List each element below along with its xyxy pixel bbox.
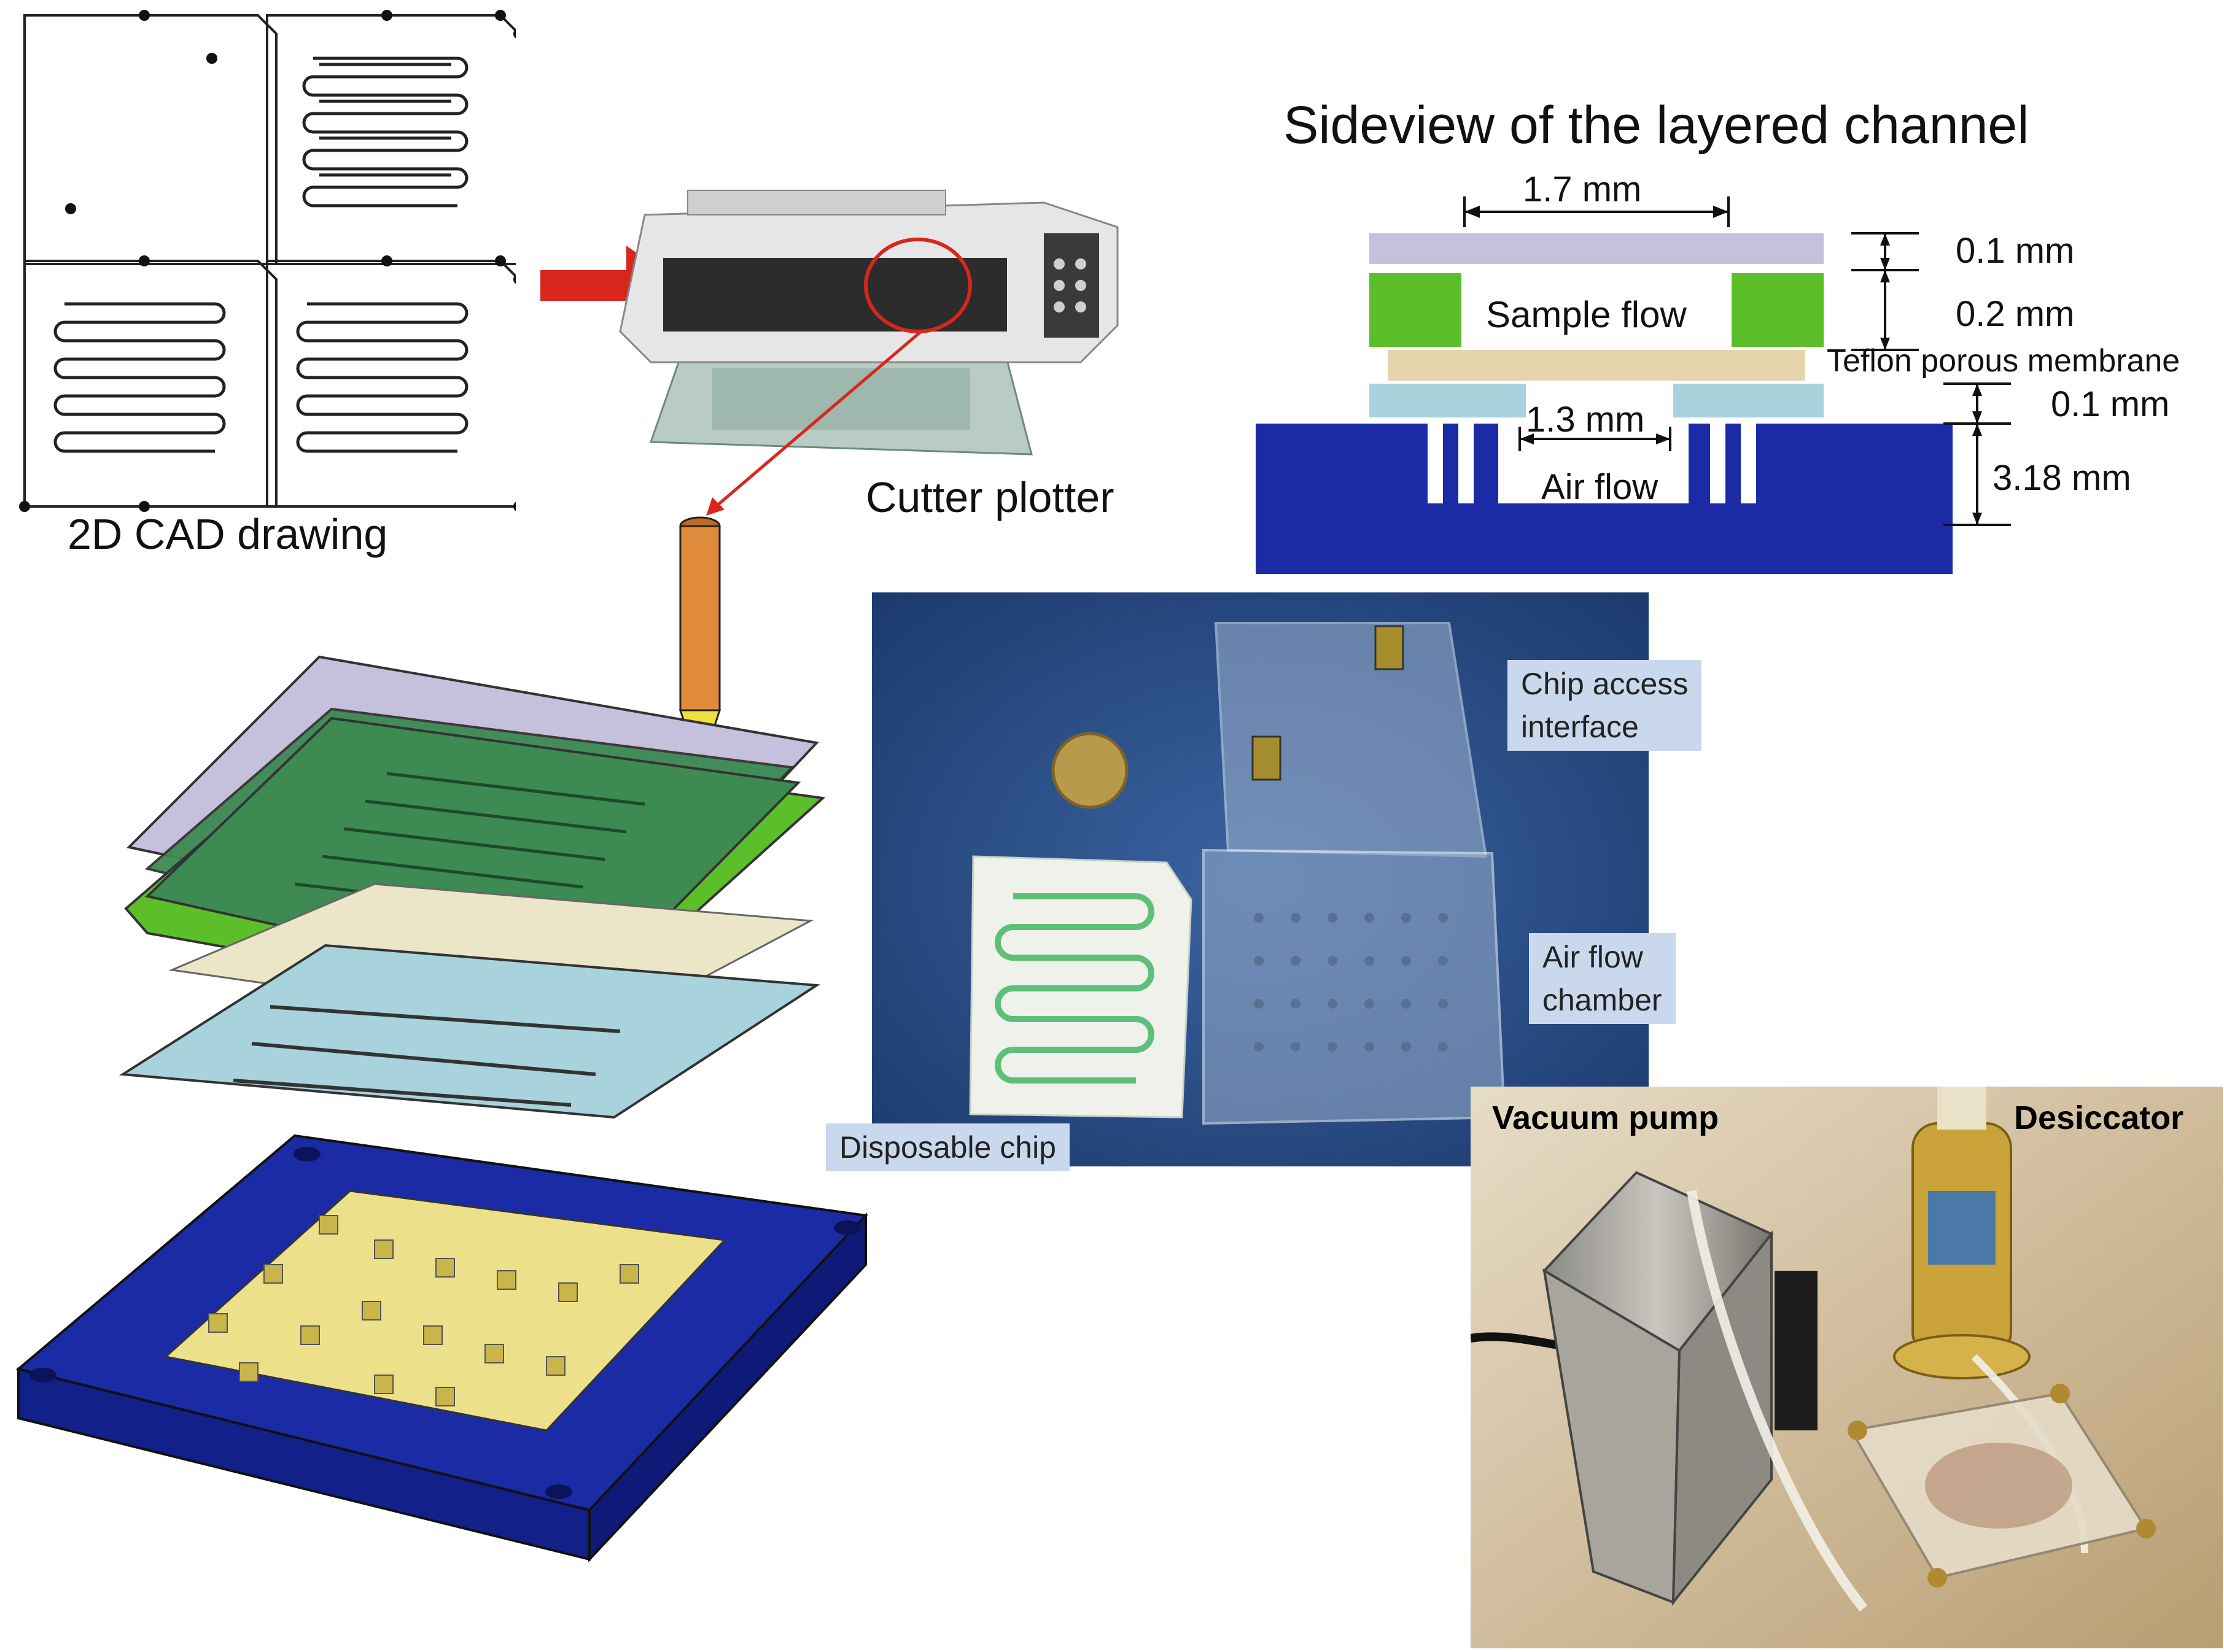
air-chamber-line1: Air flow <box>1542 940 1643 974</box>
cad-sheet-4 <box>266 260 520 508</box>
sideview-title: Sideview of the layered channel <box>1283 96 2029 155</box>
air-flow-label: Air flow <box>1541 467 1658 507</box>
coin <box>1051 732 1129 809</box>
desiccator-label: Desiccator <box>2014 1099 2184 1136</box>
dim-layer3: 0.1 mm <box>2051 384 2170 424</box>
membrane-layer <box>1388 350 1805 381</box>
air-chamber-line2: chamber <box>1542 983 1662 1017</box>
cutter-plotter-label: Cutter plotter <box>866 473 1114 521</box>
teal-plate <box>119 944 820 1119</box>
disposable-chip-callout: Disposable chip <box>826 1123 1070 1171</box>
membrane-label: Teflon porous membrane <box>1827 343 2180 379</box>
cad-sheet-1 <box>23 14 278 265</box>
yellow-grid <box>163 1190 727 1432</box>
exploded-chip-stack <box>6 651 878 1572</box>
dim-layer2: 0.2 mm <box>1956 294 2075 334</box>
green-layer-left <box>1369 273 1461 347</box>
teal-layer-left <box>1369 384 1526 417</box>
sample-flow-label: Sample flow <box>1486 294 1687 335</box>
blue-base-side <box>588 1212 867 1563</box>
cad-drawing-panel <box>12 6 524 516</box>
chip-access-line2: interface <box>1521 710 1639 744</box>
air-chamber-callout: Air flow chamber <box>1529 933 1676 1024</box>
purple-layer <box>1369 233 1824 264</box>
cad-sheet-3 <box>23 260 278 508</box>
teal-layer-right <box>1673 384 1824 417</box>
cutter-plotter-image <box>577 178 1130 460</box>
red-pointer-line <box>700 325 946 525</box>
dim-air-width: 1.3 mm <box>1526 400 1645 440</box>
dim-layer1: 0.1 mm <box>1956 231 2075 271</box>
cad-drawing-label: 2D CAD drawing <box>68 510 388 558</box>
green-layer-right <box>1732 273 1824 347</box>
chip-access-line1: Chip access <box>1521 667 1689 701</box>
dim-top-width: 1.7 mm <box>1523 169 1642 209</box>
cad-drawing-svg <box>19 10 524 512</box>
dim-base: 3.18 mm <box>1993 458 2131 498</box>
setup-photo <box>1469 1087 2223 1648</box>
vacuum-pump-label: Vacuum pump <box>1492 1099 1719 1136</box>
chip-access-callout: Chip access interface <box>1507 660 1702 751</box>
sideview-diagram <box>1246 166 2217 583</box>
